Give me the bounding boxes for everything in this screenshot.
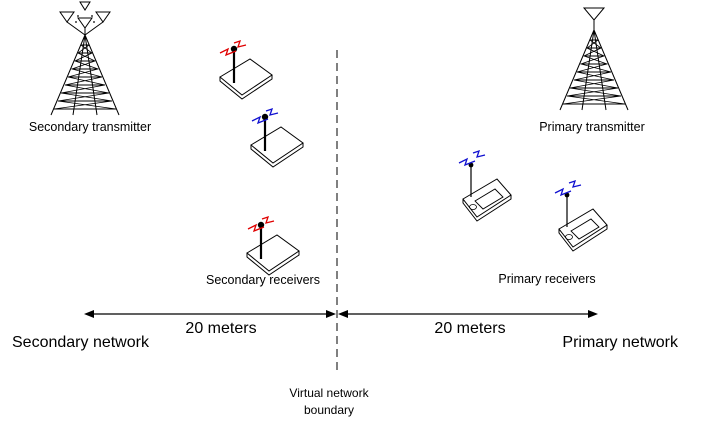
primary-transmitter-icon [559,7,629,111]
left-distance-label: 20 meters [185,320,256,337]
secondary-transmitter-label: Secondary transmitter [29,120,151,134]
primary-receiver-1 [458,150,512,222]
secondary-receiver-1 [218,40,274,101]
secondary-receiver-3 [245,216,301,277]
secondary-transmitter-icon [50,1,120,116]
signal-icon [554,180,582,196]
boundary-label-line2: boundary [304,403,354,417]
primary-receiver-2 [554,180,608,252]
secondary-receivers-label: Secondary receivers [206,273,320,287]
left-distance-arrow [84,310,336,318]
right-distance-label: 20 meters [434,320,505,337]
secondary-network-label: Secondary network [12,334,150,351]
signal-icon [458,150,486,166]
boundary-label-line1: Virtual network [289,386,369,400]
right-distance-arrow [338,310,598,318]
primary-network-label: Primary network [562,334,679,351]
primary-receivers-label: Primary receivers [498,272,595,286]
primary-transmitter-label: Primary transmitter [539,120,645,134]
secondary-receiver-2 [249,108,305,169]
